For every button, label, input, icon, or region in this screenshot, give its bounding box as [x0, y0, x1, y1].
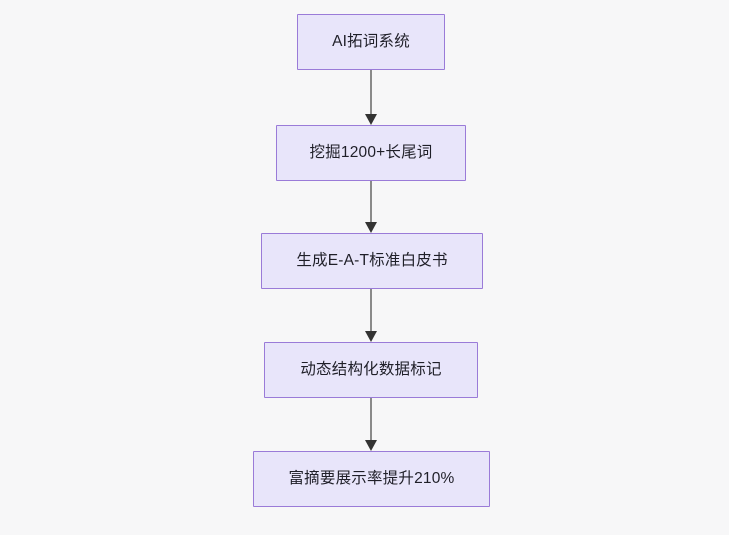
edge-n2-n3	[365, 181, 377, 233]
flowchart-node-generate-eat-whitepaper[interactable]: 生成E-A-T标准白皮书	[261, 233, 483, 289]
edge-n3-n4	[365, 289, 377, 342]
node-label: 挖掘1200+长尾词	[309, 143, 433, 161]
edge-n4-n5	[365, 398, 377, 451]
node-label: 生成E-A-T标准白皮书	[296, 251, 448, 269]
flowchart-node-ai-keyword-system[interactable]: AI拓词系统	[297, 14, 445, 70]
edge-n1-n2	[365, 70, 377, 125]
flowchart-node-dynamic-structured-data-markup[interactable]: 动态结构化数据标记	[264, 342, 478, 398]
flowchart-node-rich-snippet-rate-increase[interactable]: 富摘要展示率提升210%	[253, 451, 490, 507]
node-label: 富摘要展示率提升210%	[288, 469, 455, 487]
node-label: AI拓词系统	[332, 32, 410, 50]
flowchart-node-mine-longtail-keywords[interactable]: 挖掘1200+长尾词	[276, 125, 466, 181]
node-label: 动态结构化数据标记	[300, 360, 442, 378]
